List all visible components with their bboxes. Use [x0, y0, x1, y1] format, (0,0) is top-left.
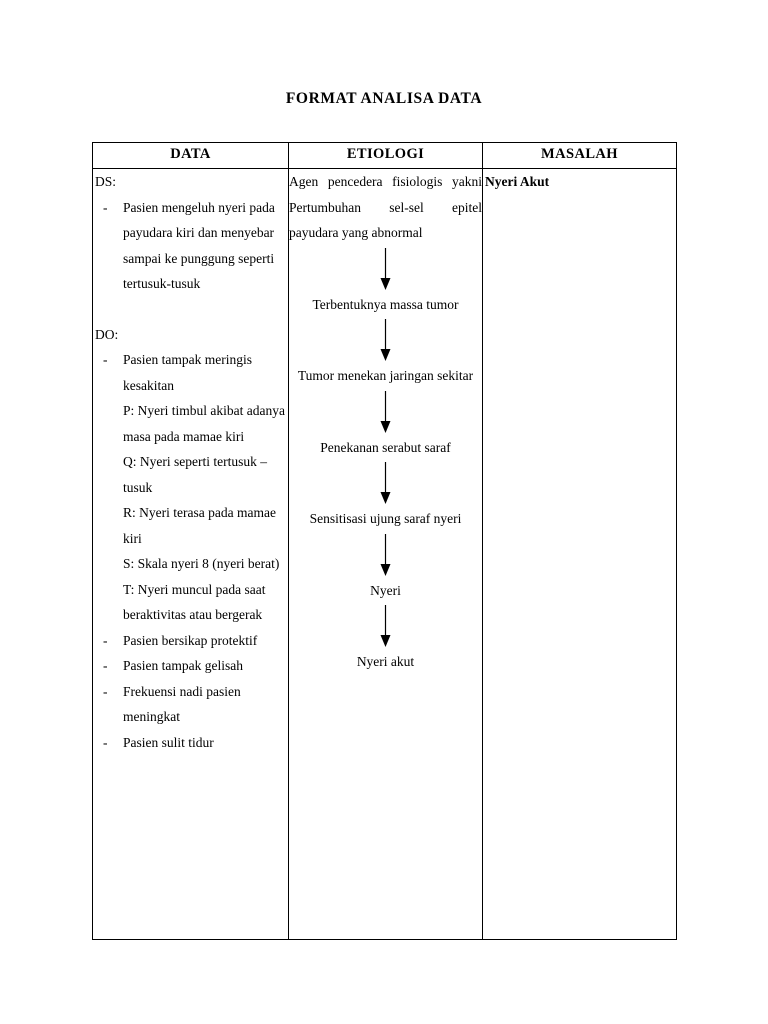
pqrst-s: S: Skala nyeri 8 (nyeri berat) — [123, 556, 280, 571]
list-item: Frekuensi nadi pasien meningkat — [93, 679, 288, 730]
list-item: Pasien tampak gelisah — [93, 653, 288, 679]
do-list: Pasien tampak meringis kesakitan P: Nyer… — [93, 347, 288, 755]
cell-masalah: Nyeri Akut — [482, 168, 677, 940]
etiology-step-2: Terbentuknya massa tumor — [312, 296, 459, 312]
column-header-etiologi: ETIOLOGI — [288, 142, 483, 169]
etiology-step-6: Nyeri — [370, 582, 401, 598]
arrow-down-icon — [380, 319, 391, 361]
masalah-item: Nyeri Akut — [485, 174, 550, 189]
spacer — [93, 297, 288, 322]
arrow-down-icon — [380, 605, 391, 647]
etiology-step-7: Nyeri akut — [356, 654, 415, 669]
pqrst-q: Q: Nyeri seperti tertusuk – tusuk — [123, 454, 267, 495]
arrow-down-icon — [380, 462, 391, 504]
ds-label: DS: — [95, 174, 117, 189]
ds-list: Pasien mengeluh nyeri pada payudara kiri… — [93, 195, 288, 297]
etiology-step-3: Tumor menekan jaringan sekitar — [297, 368, 474, 383]
analysis-table: DATA ETIOLOGI MASALAH DS: Pasien mengelu… — [92, 142, 677, 940]
pqrst-t: T: Nyeri muncul pada saat beraktivitas a… — [123, 581, 266, 623]
cell-data: DS: Pasien mengeluh nyeri pada payudara … — [92, 168, 289, 940]
pqrst-p: P: Nyeri timbul akibat adanya masa pada … — [123, 403, 285, 444]
list-item: Pasien tampak meringis kesakitan P: Nyer… — [93, 347, 288, 628]
arrow-down-icon — [380, 533, 391, 576]
list-item-text: Pasien tampak meringis kesakitan — [123, 352, 252, 393]
list-item: Pasien bersikap protektif — [93, 628, 288, 654]
list-item: Pasien sulit tidur — [93, 730, 288, 756]
cell-etiologi: Agen pencedera fisiologis yakni Pertumbu… — [288, 168, 483, 940]
arrow-down-icon — [380, 247, 391, 290]
etiology-step-5: Sensitisasi ujung saraf nyeri — [309, 511, 462, 526]
list-item: Pasien mengeluh nyeri pada payudara kiri… — [93, 195, 288, 297]
pqrst-r: R: Nyeri terasa pada mamae kiri — [123, 505, 276, 546]
column-header-masalah: MASALAH — [482, 142, 677, 169]
etiology-step-4: Penekanan serabut saraf — [320, 439, 451, 455]
table-row: DS: Pasien mengeluh nyeri pada payudara … — [92, 168, 677, 940]
do-label: DO: — [95, 326, 119, 342]
page-title: FORMAT ANALISA DATA — [285, 90, 483, 107]
arrow-down-icon — [380, 390, 391, 433]
column-header-data: DATA — [92, 142, 289, 169]
table-header-row: DATA ETIOLOGI MASALAH — [92, 142, 677, 169]
etiology-flow: Agen pencedera fisiologis yakni Pertumbu… — [289, 169, 482, 675]
etiology-step-1: Agen pencedera fisiologis yakni Pertumbu… — [289, 174, 482, 240]
